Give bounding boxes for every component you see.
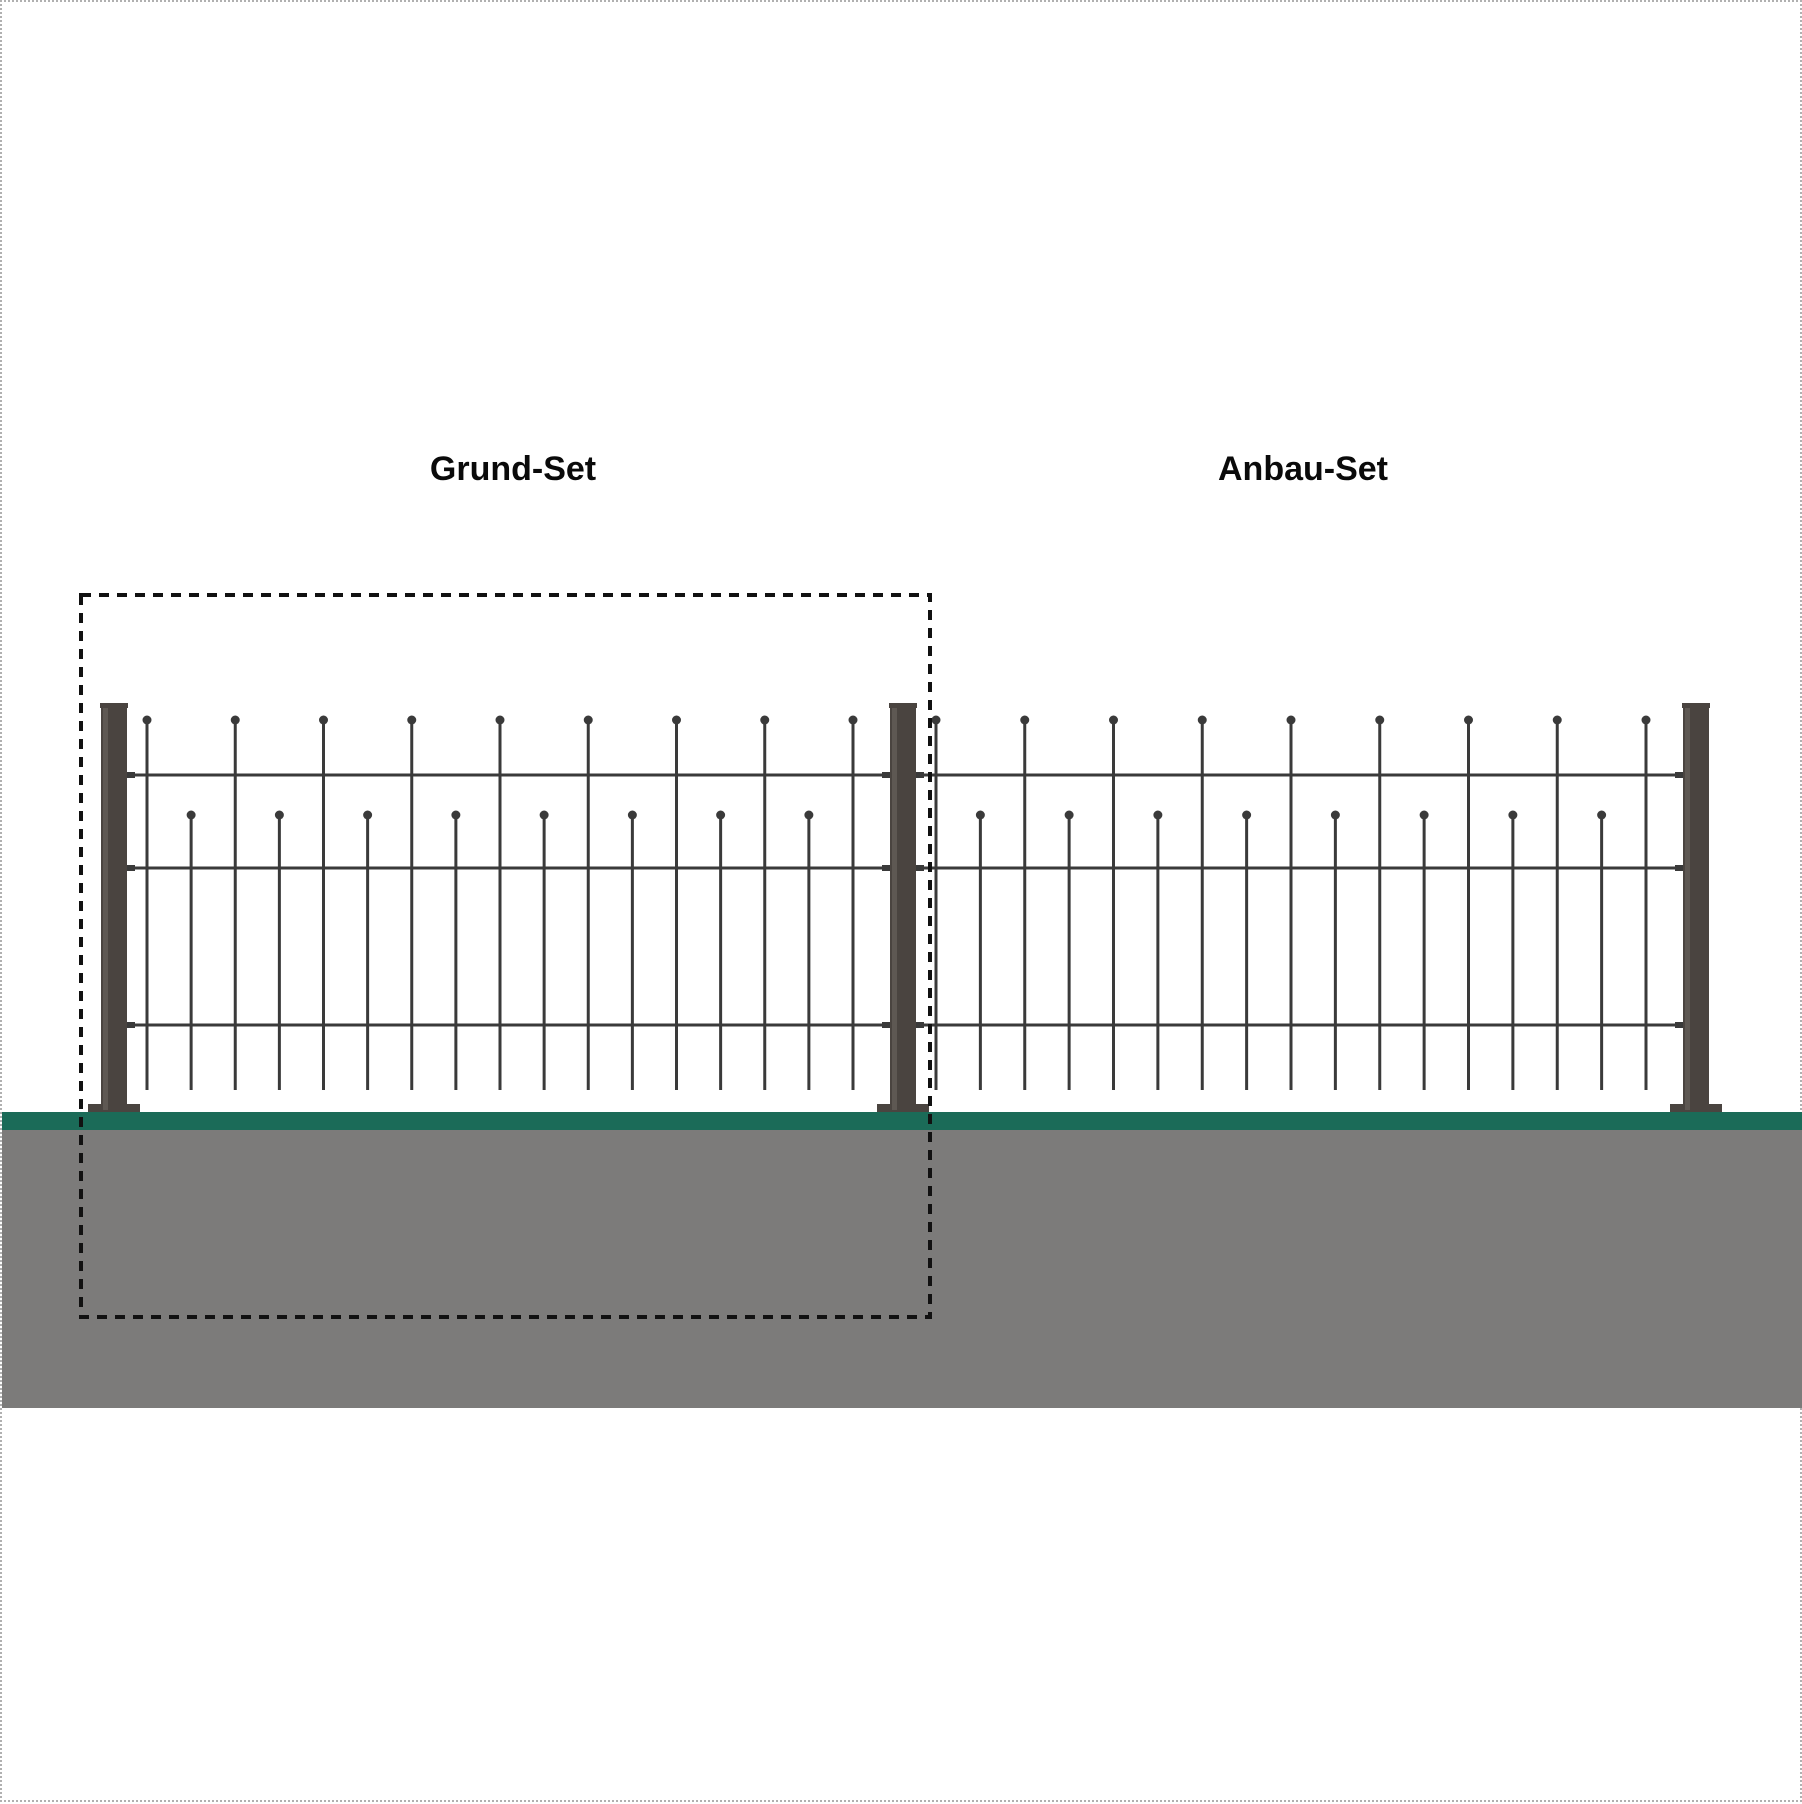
bar-ball-tip — [1375, 715, 1385, 725]
fence-panel-2 — [916, 715, 1683, 1090]
bar-ball-tip — [407, 715, 417, 725]
bar-ball-tip — [931, 715, 941, 725]
grund-set-label: Grund-Set — [429, 450, 597, 488]
bar-ball-tip — [848, 715, 858, 725]
post-highlight — [1685, 705, 1690, 1110]
anbau-set-label: Anbau-Set — [1218, 450, 1388, 488]
bar-ball-tip — [1197, 715, 1207, 725]
post-highlight — [103, 705, 108, 1110]
rail-bracket — [882, 772, 890, 778]
rail-bracket — [1675, 1022, 1683, 1028]
bar-ball-tip — [1242, 810, 1252, 820]
bar-ball-tip — [319, 715, 328, 725]
bar-ball-tip — [1286, 715, 1296, 725]
bar-ball-tip — [1109, 715, 1118, 725]
bar-ball-tip — [583, 715, 593, 725]
rail-bracket — [916, 865, 924, 871]
bar-ball-tip — [274, 810, 284, 820]
bar-ball-tip — [1508, 810, 1518, 820]
fence-panel-1 — [127, 715, 890, 1090]
bar-ball-tip — [363, 810, 373, 820]
fence-post-1 — [88, 703, 140, 1112]
fence-panels — [127, 715, 1683, 1090]
rail-bracket — [916, 1022, 924, 1028]
bar-ball-tip — [230, 715, 240, 725]
bar-ball-tip — [451, 810, 461, 820]
bar-ball-tip — [1020, 715, 1030, 725]
bar-ball-tip — [142, 715, 152, 725]
post-highlight — [892, 705, 897, 1110]
bar-ball-tip — [1641, 715, 1651, 725]
post-cap — [889, 703, 917, 708]
bar-ball-tip — [1153, 810, 1163, 820]
bar-ball-tip — [627, 810, 637, 820]
post-cap — [1682, 703, 1710, 708]
rail-bracket — [882, 1022, 890, 1028]
bar-ball-tip — [1419, 810, 1429, 820]
bar-ball-tip — [716, 810, 726, 820]
bar-ball-tip — [1064, 810, 1074, 820]
rail-bracket — [1675, 865, 1683, 871]
bar-ball-tip — [1552, 715, 1562, 725]
fence-post-3 — [1670, 703, 1722, 1112]
bar-ball-tip — [1464, 715, 1473, 725]
rail-bracket — [127, 865, 135, 871]
bar-ball-tip — [760, 715, 770, 725]
fence-posts — [88, 703, 1722, 1112]
bar-ball-tip — [804, 810, 814, 820]
rail-bracket — [916, 772, 924, 778]
bar-ball-tip — [495, 715, 505, 725]
rail-bracket — [127, 772, 135, 778]
grund-set-dashed-outline — [79, 593, 932, 1319]
bar-ball-tip — [1597, 810, 1607, 820]
bar-ball-tip — [1330, 810, 1340, 820]
rail-bracket — [882, 865, 890, 871]
bar-ball-tip — [186, 810, 196, 820]
bar-ball-tip — [975, 810, 985, 820]
soil-ground — [2, 1128, 1802, 1408]
fence-post-2 — [877, 703, 929, 1112]
rail-bracket — [127, 1022, 135, 1028]
bar-ball-tip — [539, 810, 549, 820]
grass-strip — [2, 1112, 1802, 1130]
post-cap — [100, 703, 128, 708]
rail-bracket — [1675, 772, 1683, 778]
bar-ball-tip — [672, 715, 681, 725]
